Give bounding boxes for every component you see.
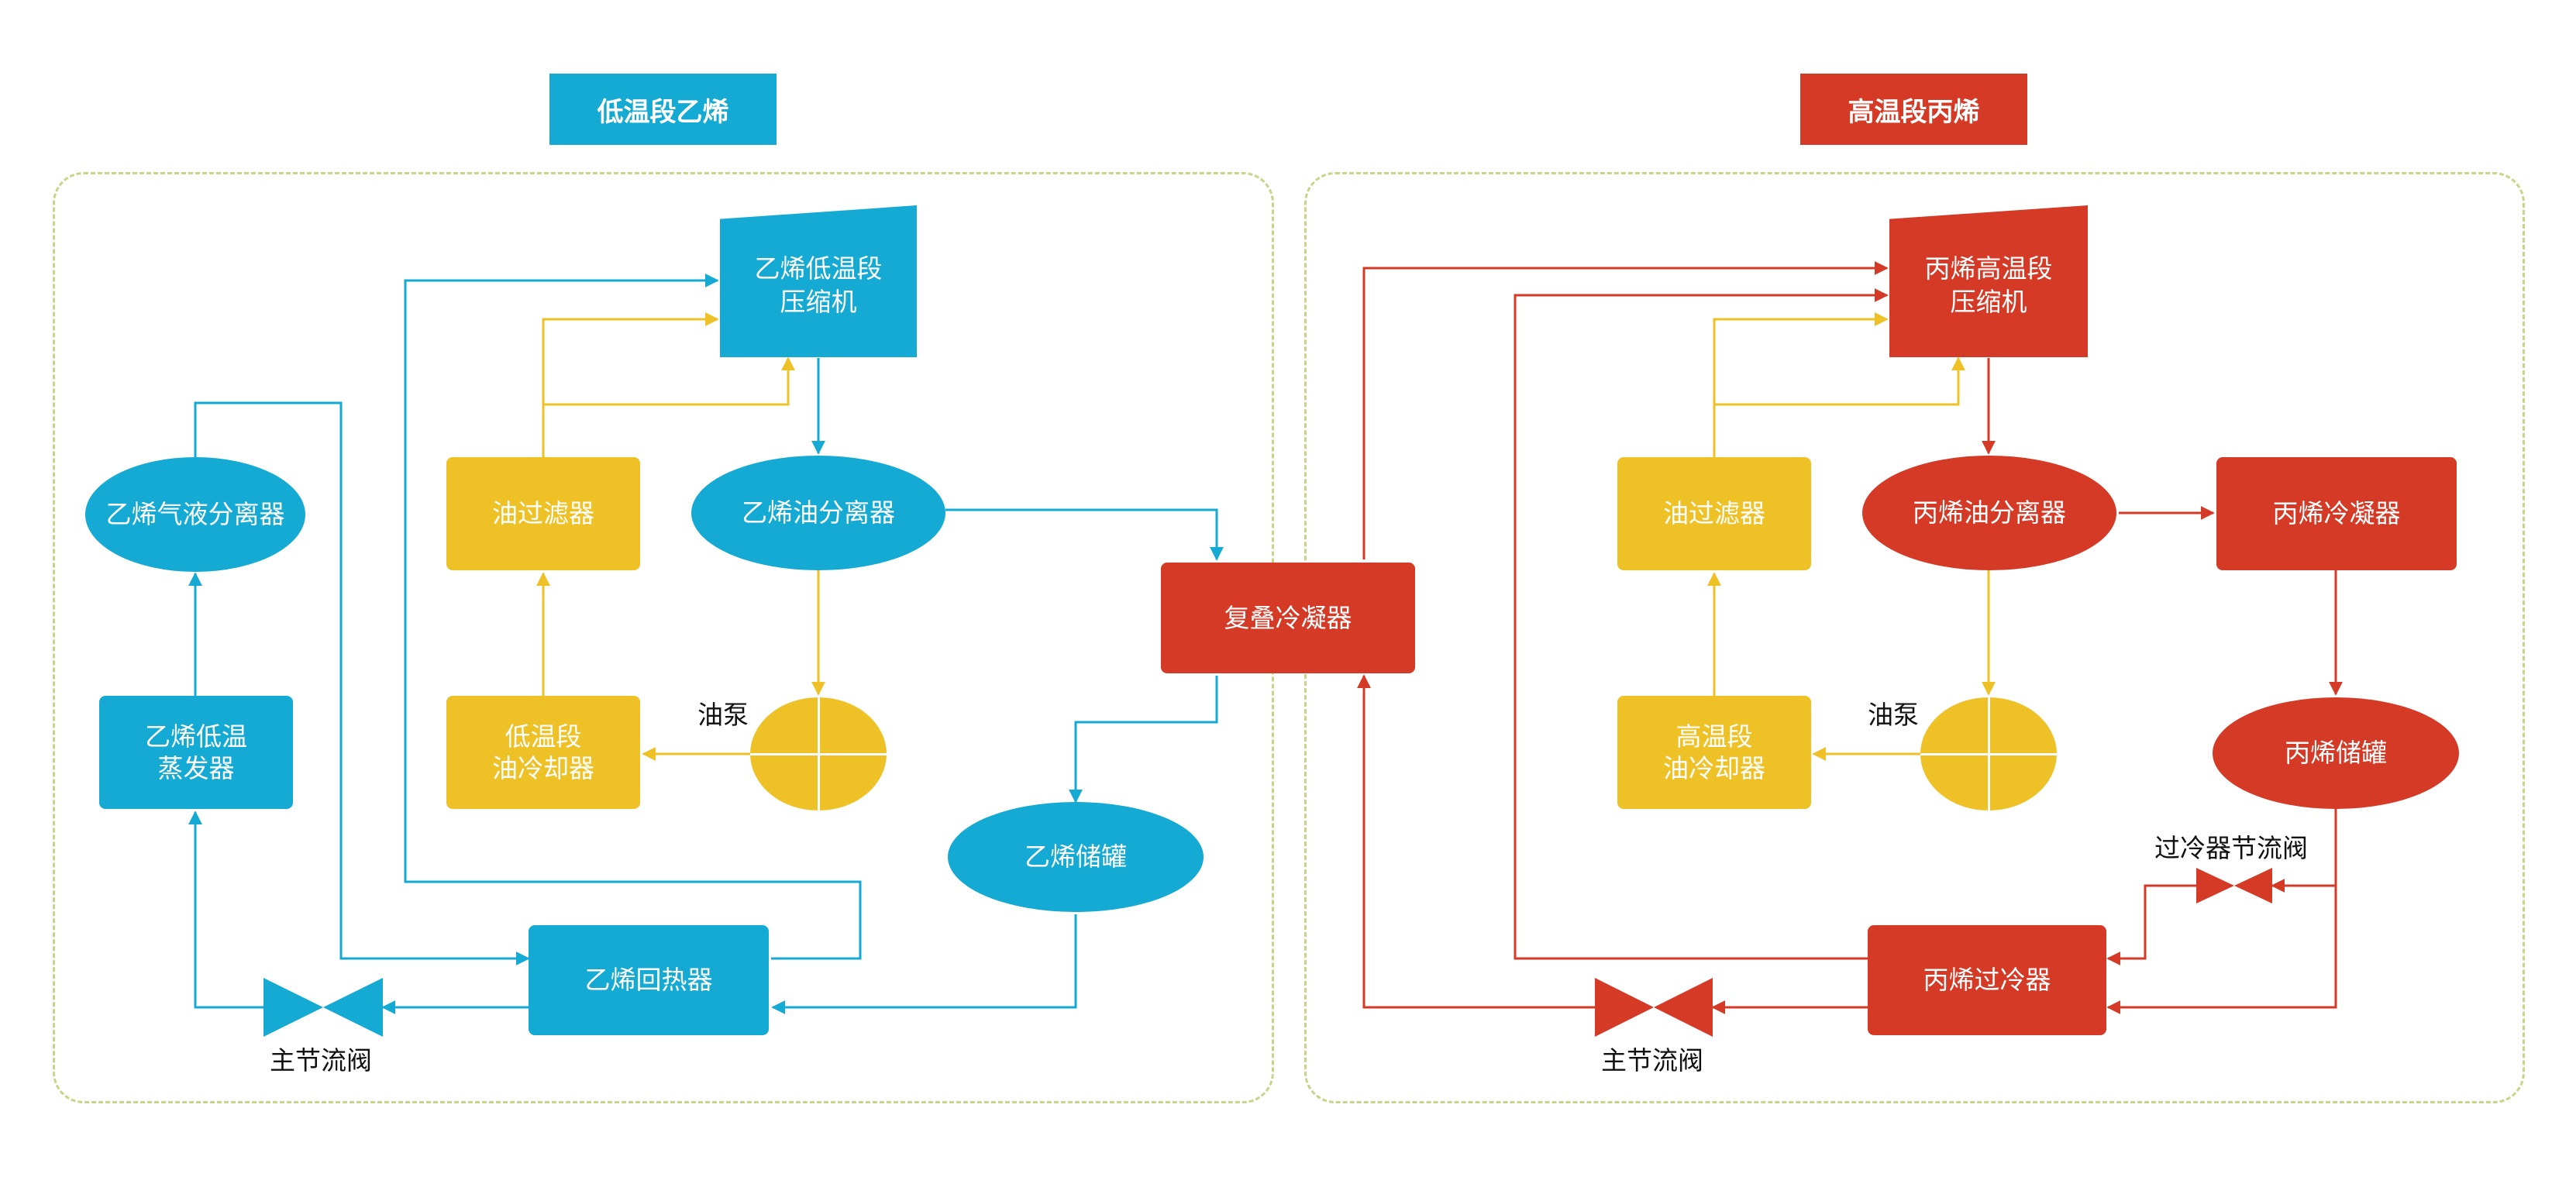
left-main-valve-icon bbox=[263, 978, 383, 1037]
propylene-storage-tank: 丙烯储罐 bbox=[2213, 697, 2459, 809]
right-main-valve-icon bbox=[1595, 978, 1713, 1037]
propylene-compressor: 丙烯高温段 压缩机 bbox=[1889, 205, 2088, 357]
line-separator-to-compressor bbox=[194, 401, 530, 965]
line-valve-to-cascade bbox=[1357, 674, 1595, 1009]
right-oil-pump-label: 油泵 bbox=[1868, 700, 1919, 730]
line-filter-to-compressor-b bbox=[543, 356, 795, 406]
line-subvalve-to-subcooler bbox=[2106, 884, 2196, 965]
line-filter-to-compressor-a bbox=[542, 312, 719, 457]
ethylene-storage-tank: 乙烯储罐 bbox=[948, 802, 1204, 912]
propylene-subcooler: 丙烯过冷器 bbox=[1868, 925, 2106, 1035]
left-oil-pump-icon bbox=[750, 697, 887, 810]
line-cascade-to-tank bbox=[1069, 676, 1218, 804]
line-valve-to-evaporator bbox=[188, 810, 263, 1009]
right-main-valve-label: 主节流阀 bbox=[1601, 1045, 1703, 1075]
cascade-condenser: 复叠冷凝器 bbox=[1161, 563, 1415, 673]
left-main-valve-label: 主节流阀 bbox=[270, 1045, 372, 1075]
left-oil-pump-label: 油泵 bbox=[697, 700, 749, 730]
ethylene-evaporator: 乙烯低温 蒸发器 bbox=[99, 696, 293, 809]
subcooler-valve-label: 过冷器节流阀 bbox=[2154, 833, 2308, 863]
line-filter-to-compressor-b-r bbox=[1714, 356, 1965, 406]
propylene-oil-separator: 丙烯油分离器 bbox=[1862, 456, 2116, 570]
subcooler-valve-icon bbox=[2196, 868, 2272, 903]
propylene-condenser: 丙烯冷凝器 bbox=[2216, 457, 2457, 570]
high-temp-oil-cooler: 高温段 油冷却器 bbox=[1617, 696, 1811, 809]
line-cascade-to-compressor bbox=[1362, 261, 1889, 559]
left-oil-filter: 油过滤器 bbox=[446, 457, 640, 570]
ethylene-oil-separator: 乙烯油分离器 bbox=[691, 456, 945, 570]
high-temp-header: 高温段丙烯 bbox=[1800, 74, 2027, 145]
right-oil-filter: 油过滤器 bbox=[1617, 457, 1811, 570]
ethylene-gas-liquid-separator: 乙烯气液分离器 bbox=[85, 457, 305, 572]
low-temp-oil-cooler: 低温段 油冷却器 bbox=[446, 696, 640, 809]
line-tank-to-regen bbox=[771, 914, 1077, 1014]
right-oil-pump-icon bbox=[1920, 697, 2057, 810]
line-subcooler-to-compressor bbox=[1514, 288, 1889, 960]
line-filter-to-compressor-a-r bbox=[1713, 312, 1889, 457]
line-oilsep-to-cascade bbox=[945, 508, 1224, 561]
low-temp-header: 低温段乙烯 bbox=[549, 74, 777, 145]
line-regen-to-compressor bbox=[404, 274, 862, 960]
ethylene-regenerator: 乙烯回热器 bbox=[529, 925, 769, 1035]
line-tank-to-subcooler bbox=[2106, 808, 2337, 1014]
ethylene-compressor: 乙烯低温段 压缩机 bbox=[720, 205, 917, 357]
